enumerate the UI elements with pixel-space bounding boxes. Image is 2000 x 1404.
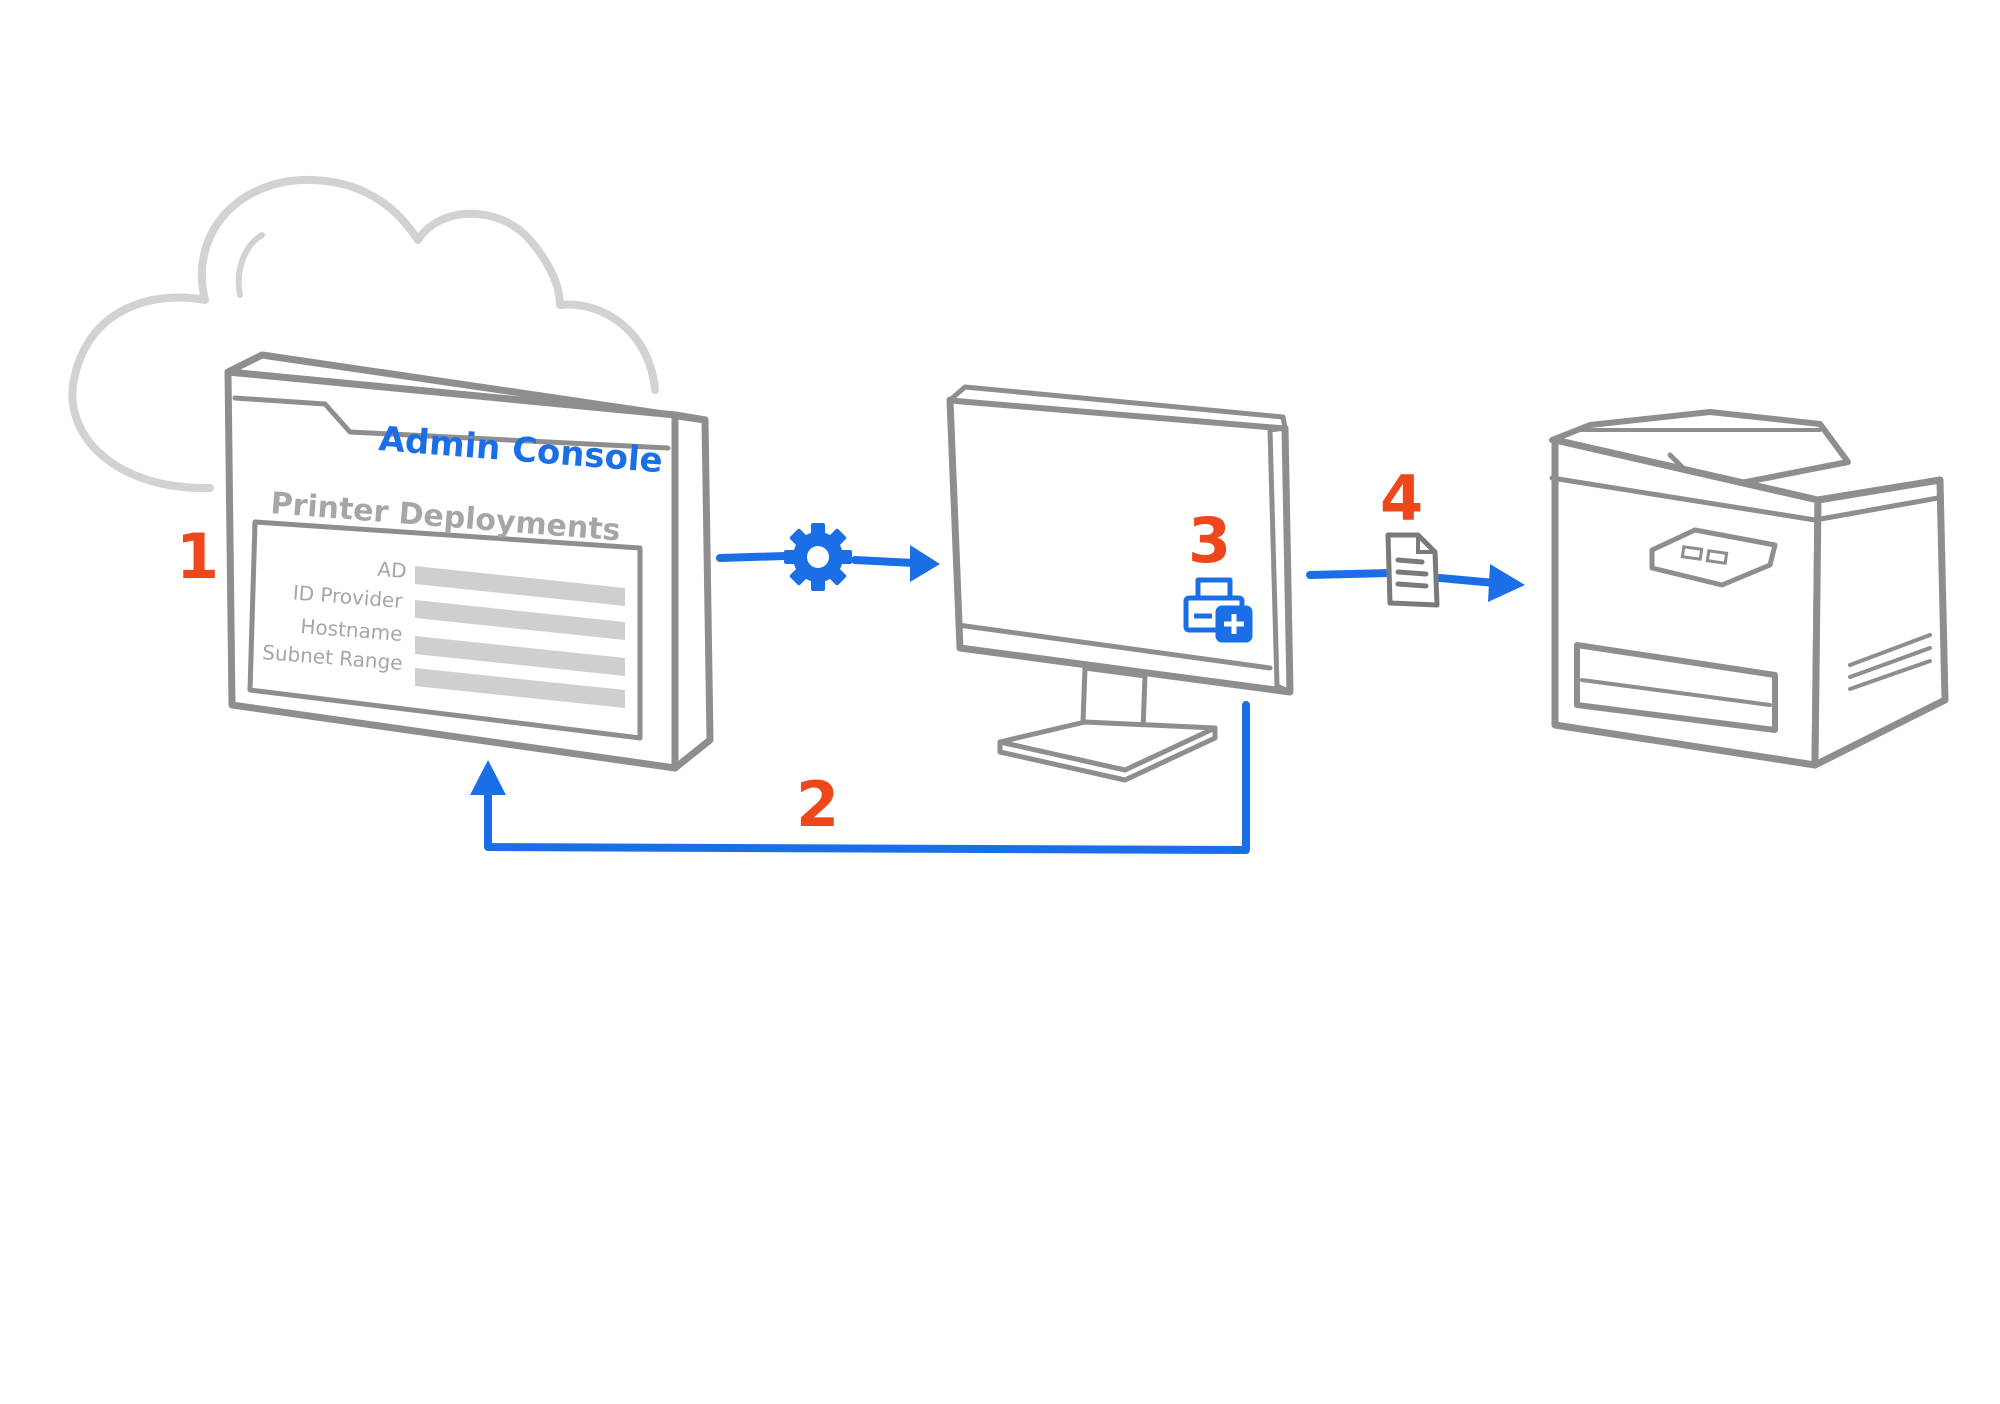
- print-job-arrow: [1306, 564, 1525, 602]
- add-printer-icon: [1183, 577, 1253, 643]
- step-2-label: 2: [796, 768, 839, 841]
- printer-icon: [1549, 409, 1949, 769]
- field-input: [415, 600, 625, 640]
- feedback-arrow: [470, 701, 1250, 854]
- field-label: AD: [377, 557, 408, 583]
- step-4-label: 4: [1380, 462, 1423, 535]
- config-push-arrow: [716, 545, 940, 582]
- gear-icon: [784, 523, 852, 591]
- field-row-ad: AD: [377, 557, 625, 606]
- monitor-icon: [946, 384, 1294, 783]
- step-3-label: 3: [1188, 504, 1231, 577]
- admin-console-window: Admin Console Printer Deployments AD ID …: [224, 351, 714, 772]
- document-icon: [1385, 532, 1440, 608]
- step-1-label: 1: [176, 520, 219, 593]
- field-input: [415, 566, 625, 606]
- field-input: [415, 636, 625, 676]
- field-input: [415, 668, 625, 708]
- cloud-icon: [68, 175, 659, 493]
